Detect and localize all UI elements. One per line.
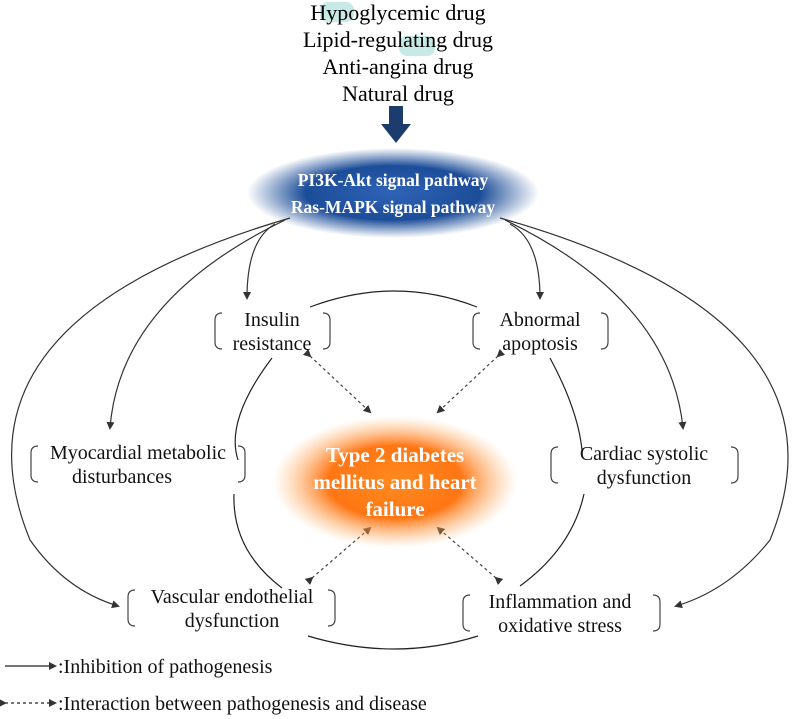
disease-node: Type 2 diabetes mellitus and heart failu… bbox=[273, 416, 517, 548]
inflammation-line2: oxidative stress bbox=[498, 615, 622, 637]
pathway-line2: Ras-MAPK signal pathway bbox=[291, 197, 495, 217]
inhibition-arrows bbox=[10, 217, 789, 609]
disease-line1: Type 2 diabetes bbox=[326, 443, 464, 467]
drug-hypoglycemic: Hypoglycemic drug bbox=[310, 0, 485, 25]
drug-lipid-regulating: Lipid-regulating drug bbox=[303, 27, 493, 52]
pathogenesis-labels: Insulin resistance Abnormal apoptosis My… bbox=[50, 309, 708, 637]
cardiac-line2: dysfunction bbox=[597, 467, 691, 489]
pathogenesis-cycle bbox=[233, 290, 585, 650]
vascular-line2: dysfunction bbox=[185, 610, 279, 632]
arrow-to-vascular bbox=[10, 217, 291, 609]
drug-anti-angina: Anti-angina drug bbox=[323, 54, 474, 79]
arrow-to-cardiac bbox=[504, 219, 687, 430]
pill-decoration bbox=[320, 2, 435, 56]
disease-line3: failure bbox=[365, 497, 424, 521]
dash-apoptosis bbox=[436, 348, 506, 414]
arrow-to-insulin bbox=[243, 223, 276, 300]
pathway-node: PI3K-Akt signal pathway Ras-MAPK signal … bbox=[247, 148, 539, 238]
arrow-to-myocardial bbox=[106, 219, 286, 430]
node-brackets bbox=[30, 312, 739, 632]
inflammation-line1: Inflammation and bbox=[489, 591, 632, 613]
apoptosis-line1: Abnormal bbox=[499, 309, 581, 331]
insulin-line2: resistance bbox=[233, 333, 312, 355]
arrow-to-inflammation bbox=[499, 217, 789, 609]
vascular-line1: Vascular endothelial bbox=[151, 586, 314, 608]
cardiac-line1: Cardiac systolic bbox=[580, 443, 708, 465]
arrow-to-apoptosis bbox=[509, 223, 544, 300]
myocardial-line2: disturbances bbox=[72, 466, 172, 488]
dash-insulin bbox=[302, 348, 372, 414]
drug-natural: Natural drug bbox=[342, 81, 454, 106]
down-arrow-icon bbox=[381, 106, 411, 143]
myocardial-line1: Myocardial metabolic bbox=[50, 442, 226, 464]
legend: :Inhibition of pathogenesis :Interaction… bbox=[0, 656, 427, 715]
dash-inflammation bbox=[436, 526, 504, 585]
apoptosis-line2: apoptosis bbox=[502, 333, 578, 355]
interaction-arrows bbox=[302, 348, 506, 585]
pathway-line1: PI3K-Akt signal pathway bbox=[298, 170, 489, 190]
dash-vascular bbox=[304, 526, 372, 585]
disease-line2: mellitus and heart bbox=[313, 470, 476, 494]
insulin-line1: Insulin bbox=[244, 309, 300, 331]
drug-list: Hypoglycemic drug Lipid-regulating drug … bbox=[303, 0, 493, 106]
legend-dashed-label: :Interaction between pathogenesis and di… bbox=[58, 693, 427, 715]
legend-solid-label: :Inhibition of pathogenesis bbox=[58, 656, 273, 678]
